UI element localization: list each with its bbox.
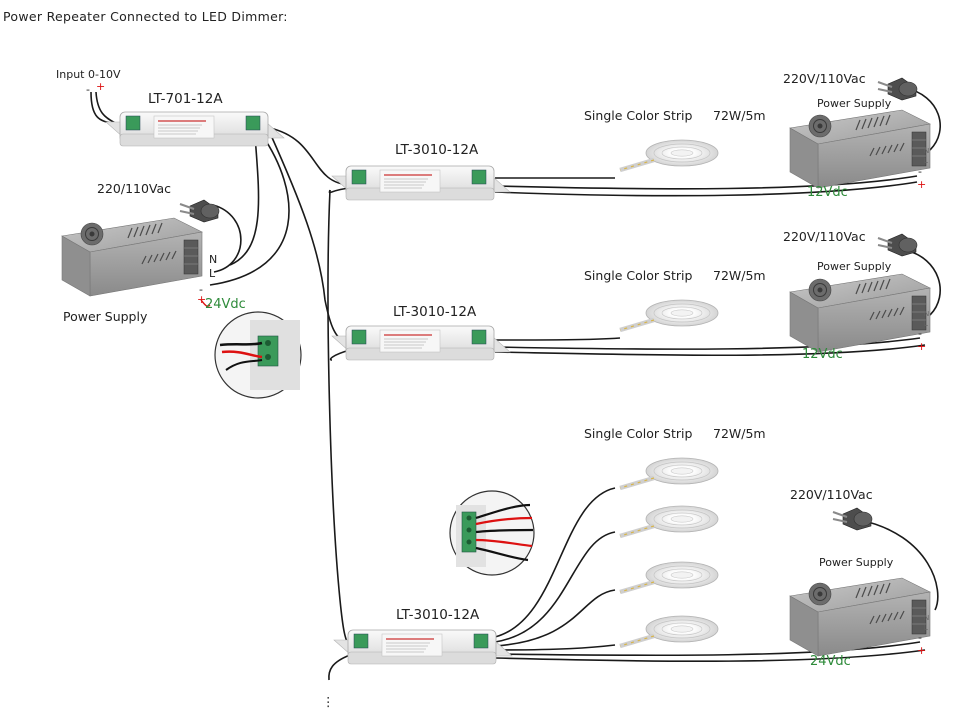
left-ps-n-mark: N: [209, 253, 217, 266]
wire-ps2-ac: [904, 249, 941, 316]
ps-3-l-mark: L: [924, 624, 928, 632]
ps-1-n-mark: N: [924, 147, 929, 155]
wire-rep1-to-ps1-neg: [494, 175, 918, 190]
wires: [90, 87, 941, 681]
repeater-2-model-label: LT-3010-12A: [393, 304, 477, 320]
ps-2-plug-icon: [877, 233, 918, 257]
strip-3-name-label: Single Color Strip: [584, 426, 692, 441]
repeater-2-device: [331, 325, 511, 361]
ps-3-plug-icon: [832, 507, 873, 531]
ps-3-dc-label: 24Vdc: [810, 654, 851, 669]
left-power-supply: [61, 217, 203, 297]
wire-rep3-to-strip3a: [494, 487, 616, 638]
strip-3b-coil: [620, 506, 718, 536]
wire-rep3-to-strip3d: [494, 644, 616, 651]
wire-rep3-to-ps3: [494, 649, 926, 663]
left-ps-ac-label: 220/110Vac: [97, 181, 171, 196]
diagram-title: Power Repeater Connected to LED Dimmer:: [3, 9, 288, 24]
wire-dimmer-to-repeater1: [269, 127, 351, 186]
ps-3-ac-label: 220V/110Vac: [790, 487, 873, 502]
ps-1-label: Power Supply: [817, 97, 892, 110]
wire-left-ac: [212, 204, 242, 273]
wire-rep2-to-ps2-neg: [494, 337, 921, 350]
wire-continue-down: [328, 654, 351, 681]
wire-rep3-to-ps3-neg: [494, 641, 921, 657]
ps-1-device: [789, 109, 931, 189]
strip-1-power-label: 72W/5m: [713, 108, 766, 123]
ps-2-n-mark: N: [924, 310, 929, 318]
ps-3-neg-mark: -: [918, 631, 922, 644]
wire-rep2-to-ps2: [494, 344, 926, 357]
ps-1-ac-label: 220V/110Vac: [783, 71, 866, 86]
left-ps-dc-label: 24Vdc: [205, 297, 246, 312]
wire-dimmer-to-repeater2: [269, 132, 351, 346]
wire-dimmer-neg-left-ps: [229, 135, 260, 266]
ps-3-n-mark: N: [924, 614, 929, 622]
left-ps-neg-mark: -: [199, 283, 203, 296]
ps-2-dc-label: 12Vdc: [802, 347, 843, 362]
ps-1-neg-mark: -: [918, 165, 922, 178]
strip-3-power-label: 72W/5m: [713, 426, 766, 441]
ps-2-l-mark: L: [924, 320, 928, 328]
repeater-1-device: [331, 165, 511, 201]
wire-dimmer-to-left-ps: [209, 134, 290, 286]
left-ps-l-mark: L: [209, 267, 216, 280]
wire-link-1: [328, 187, 351, 194]
strip-1-name-label: Single Color Strip: [584, 108, 692, 123]
wire-rep3-to-strip3c: [494, 589, 616, 647]
input-label: Input 0-10V: [56, 68, 121, 81]
repeater-3-device: [333, 629, 513, 665]
wire-left-dc-red: [200, 299, 211, 307]
wire-rep2-to-strip2: [494, 337, 621, 341]
ps-3-pos-mark: +: [917, 644, 926, 657]
repeater-3-model-label: LT-3010-12A: [396, 607, 480, 623]
wire-rep3-to-strip3b: [494, 531, 616, 643]
strip-2-name-label: Single Color Strip: [584, 268, 692, 283]
strip-2-coil: [620, 300, 718, 330]
wire-chain-to-repeater3: [327, 189, 351, 649]
ps-2-neg-mark: -: [918, 327, 922, 340]
left-ps-label: Power Supply: [63, 309, 148, 324]
strip-3d-coil: [620, 616, 718, 646]
wire-ps3-ac: [859, 519, 939, 611]
repeater-1-model-label: LT-3010-12A: [395, 142, 479, 158]
ps-2-label: Power Supply: [817, 260, 892, 273]
ps-1-l-mark: L: [924, 157, 928, 165]
ps-2-ac-label: 220V/110Vac: [783, 229, 866, 244]
wire-rep1-to-ps1: [494, 181, 918, 197]
continuation-dots: ⋮: [322, 694, 335, 708]
strip-3c-coil: [620, 562, 718, 592]
ps-3-label: Power Supply: [819, 556, 894, 569]
dimmer-device: [105, 111, 285, 147]
ps-2-device: [789, 273, 931, 353]
left-terminal-zoom-inset: [214, 311, 302, 399]
left-ps-pos-mark: +: [197, 293, 206, 306]
dimmer-model-label: LT-701-12A: [148, 91, 223, 107]
input-pos-mark: +: [96, 80, 105, 93]
ps-2-pos-mark: +: [917, 340, 926, 353]
strip-1-coil: [620, 140, 718, 170]
ps-1-pos-mark: +: [917, 178, 926, 191]
strip-2-power-label: 72W/5m: [713, 268, 766, 283]
input-neg-mark: -: [86, 83, 90, 96]
ps-1-dc-label: 12Vdc: [807, 185, 848, 200]
strip-3a-coil: [620, 458, 718, 488]
left-ps-plug-icon: [179, 199, 220, 223]
repeater-terminal-zoom-inset: [449, 490, 535, 576]
